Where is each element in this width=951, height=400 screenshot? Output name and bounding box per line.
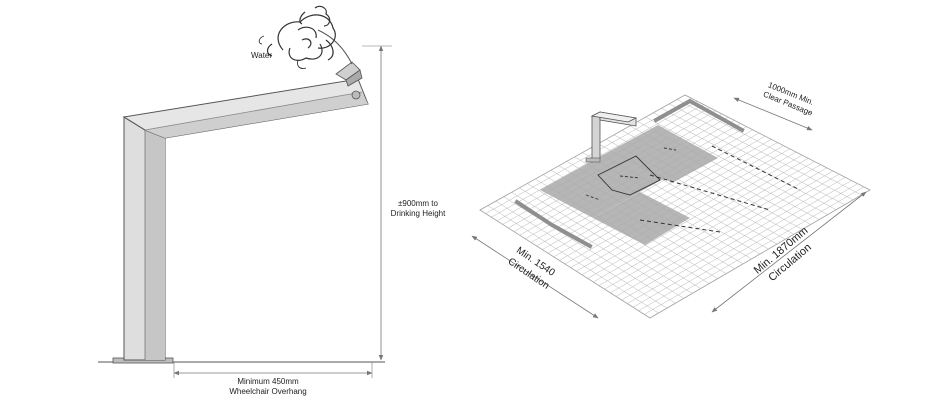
push-button	[351, 90, 361, 100]
overhang-label-line2: Wheelchair Overhang	[229, 387, 306, 396]
spout	[335, 61, 363, 87]
fountain-miniature	[585, 111, 638, 163]
fountain-elevation: Water ±900mm to Drinking Height Minimum …	[98, 5, 446, 396]
height-label-line1: ±900mm to	[398, 199, 439, 208]
wheelchair-footprint	[585, 147, 677, 201]
water-arc	[317, 29, 353, 65]
circulation-zones	[540, 125, 718, 245]
isometric-floor-plan: 1000mm Min. Clear Passage Min. 1540 Circ…	[471, 80, 871, 319]
height-label-line2: Drinking Height	[391, 209, 446, 218]
circ-1540-dimension	[471, 235, 599, 319]
overhang-label-line1: Minimum 450mm	[237, 377, 299, 386]
dashed-guides	[639, 145, 801, 233]
clear-passage-dimension	[733, 97, 813, 131]
circ-1870-dimension	[711, 191, 867, 313]
water-label: Water	[251, 51, 272, 60]
water-splash-icon	[258, 5, 336, 69]
